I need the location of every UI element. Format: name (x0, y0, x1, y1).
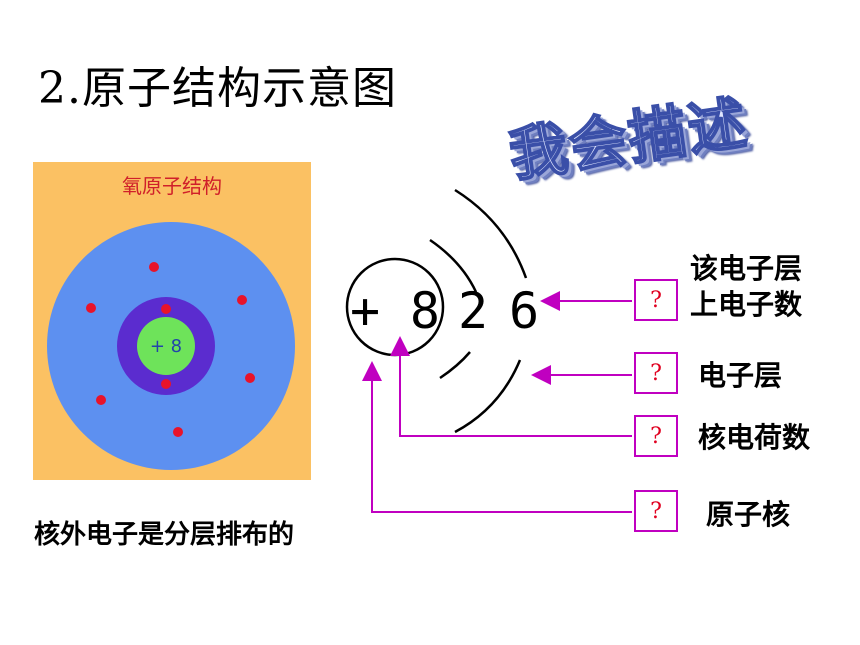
label-shell: 电子层 (698, 359, 783, 392)
electrons-shell-2: 6 (509, 282, 539, 340)
nucleus: + 8 (137, 317, 195, 375)
arrow-nuclear-charge (390, 336, 632, 437)
nucleus-label: + 8 (149, 335, 183, 357)
question-mark: ? (650, 360, 662, 386)
label-electron-count: 该电子层 上电子数 (690, 251, 802, 323)
electron (161, 304, 171, 314)
electrons-shell-1: 2 (458, 282, 488, 340)
question-box-nucleus: ? (634, 490, 678, 532)
electron (86, 303, 96, 313)
electron (237, 295, 247, 305)
electron (173, 427, 183, 437)
label-line: 该电子层 (690, 252, 803, 285)
shell-arc-2-upper (454, 188, 528, 279)
model-title: 氧原子结构 (122, 174, 222, 198)
question-box-shell: ? (634, 352, 678, 394)
electron (245, 373, 255, 383)
electron (149, 262, 159, 272)
question-box-nuclear-charge: ? (634, 415, 678, 457)
oxygen-atom-model: 氧原子结构 + 8 (33, 162, 311, 480)
question-mark: ? (650, 423, 662, 449)
label-nuclear-charge: 核电荷数 (698, 421, 811, 454)
electron (161, 379, 171, 389)
shell-arc-1-upper (429, 238, 478, 293)
nucleus-charge: +8 (350, 282, 440, 340)
shell-arc-2-lower (454, 359, 522, 434)
page-title: 2.原子结构示意图 (38, 63, 397, 114)
caption: 核外电子是分层排布的 (34, 520, 295, 550)
arrow-nucleus (362, 361, 632, 513)
shell-arc-1-lower (439, 351, 471, 380)
electron (96, 395, 106, 405)
question-mark: ? (650, 287, 662, 313)
label-nucleus: 原子核 (706, 498, 791, 531)
question-box-electron-count: ? (634, 279, 678, 321)
question-mark: ? (650, 498, 662, 524)
label-line: 上电子数 (690, 288, 803, 321)
